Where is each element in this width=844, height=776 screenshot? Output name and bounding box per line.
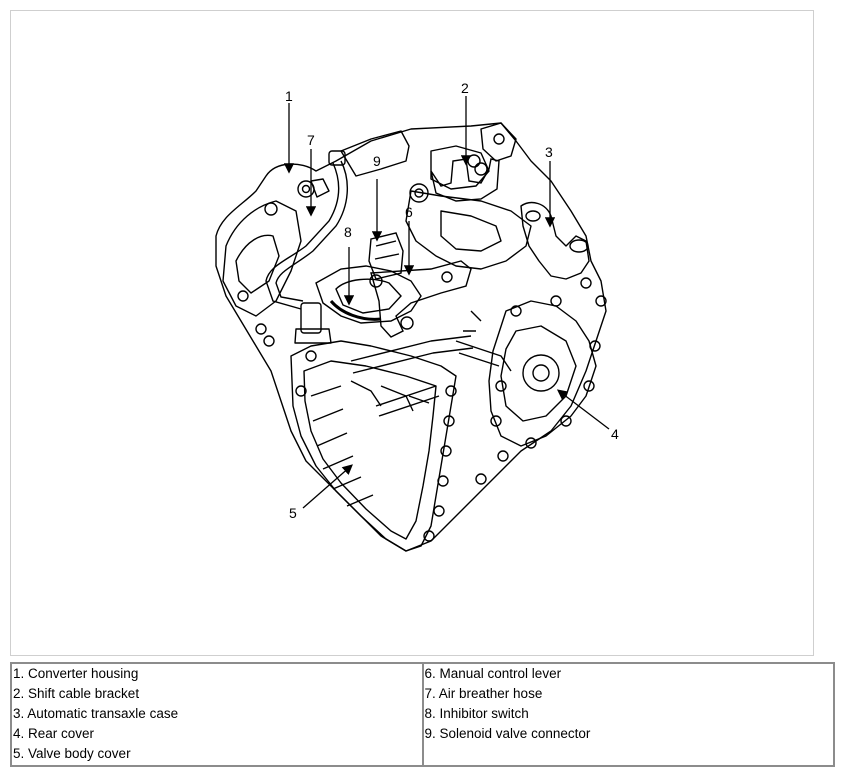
legend-item: 1. Converter housing (13, 666, 139, 681)
parts-legend-table: 1. Converter housing 2. Shift cable brac… (10, 662, 835, 767)
leader-4 (556, 389, 610, 430)
legend-item: 9. Solenoid valve connector (424, 726, 591, 741)
callout-7: 7 (307, 132, 315, 148)
legend-item: 2. Shift cable bracket (13, 686, 140, 701)
leader-5 (302, 464, 353, 509)
shift-cable-bracket (430, 154, 500, 202)
callout-5: 5 (289, 505, 297, 521)
callout-3: 3 (545, 144, 553, 160)
legend-item: 5. Valve body cover (13, 746, 131, 761)
manual-control-lever (370, 260, 472, 338)
air-breather-hose (265, 150, 349, 310)
legend-item: 8. Inhibitor switch (424, 706, 529, 721)
legend-item: 4. Rear cover (13, 726, 95, 741)
callout-8: 8 (344, 224, 352, 240)
inhibitor-switch (315, 265, 422, 324)
legend-item: 3. Automatic transaxle case (13, 706, 179, 721)
callout-1: 1 (285, 88, 293, 104)
callout-6: 6 (405, 204, 413, 220)
legend-column-right: 6. Manual control lever 7. Air breather … (421, 664, 834, 765)
solenoid-valve-connector (368, 232, 404, 280)
diagram-frame: 1 2 3 4 5 6 7 8 9 (10, 10, 814, 656)
legend-column-left: 1. Converter housing 2. Shift cable brac… (12, 664, 422, 765)
transaxle-illustration: 1 2 3 4 5 6 7 8 9 (215, 80, 619, 552)
legend-item: 7. Air breather hose (424, 686, 543, 701)
callout-4: 4 (611, 426, 619, 442)
transaxle-body (215, 122, 607, 552)
leader-lines (283, 96, 610, 509)
legend-item: 6. Manual control lever (424, 666, 562, 681)
callout-9: 9 (373, 153, 381, 169)
callout-2: 2 (461, 80, 469, 96)
